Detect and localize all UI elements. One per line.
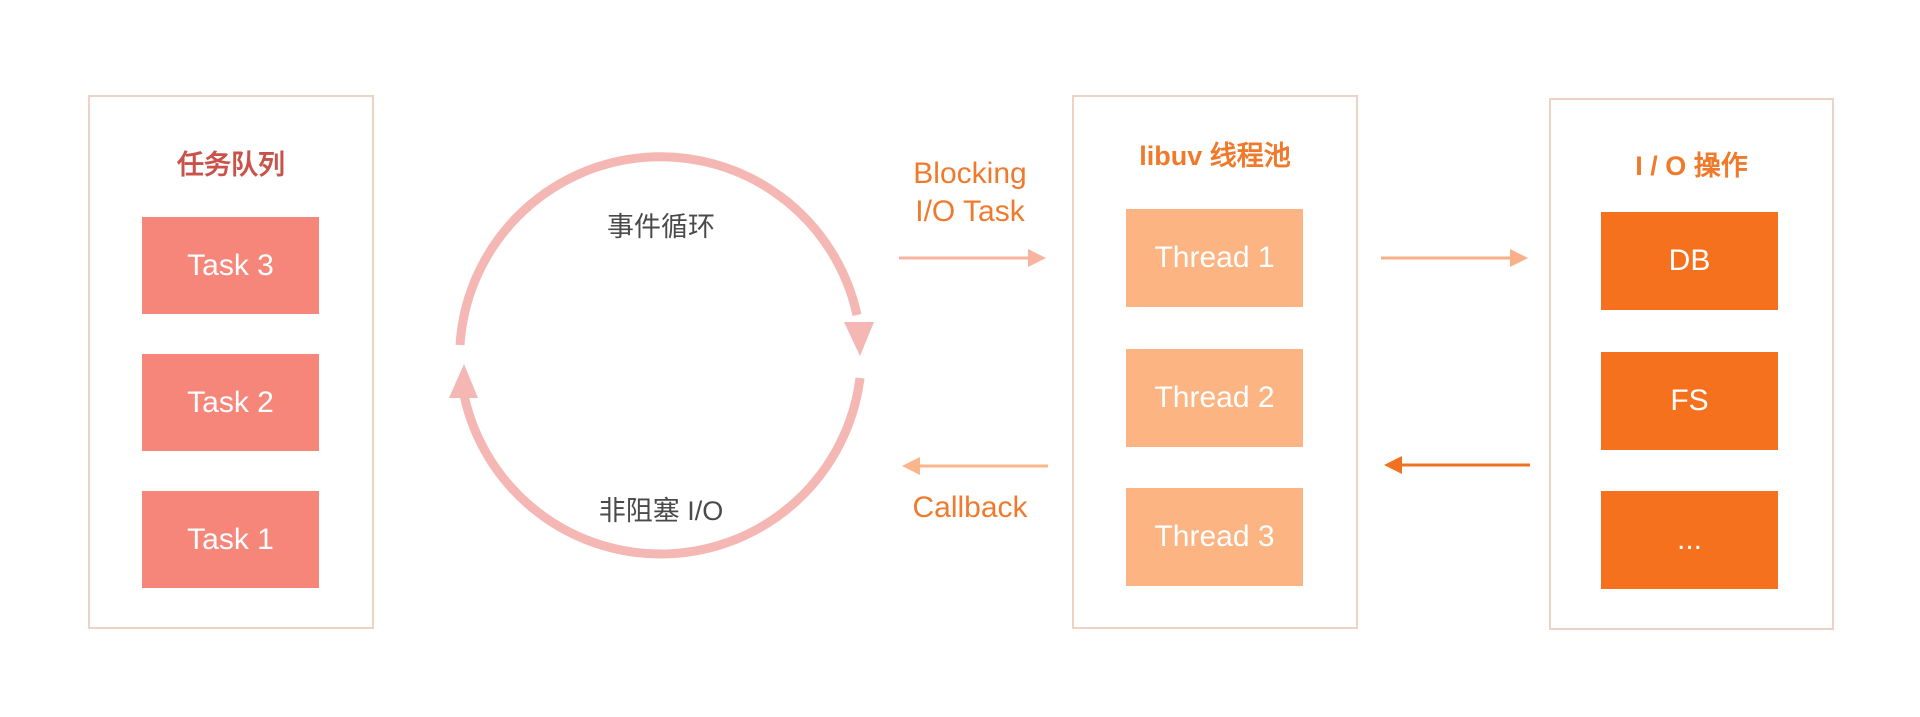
callback-arrow-head — [902, 457, 920, 475]
task-box-2: Task 2 — [142, 354, 319, 451]
event-loop-label: 事件循环 — [607, 212, 715, 242]
task-queue-title: 任务队列 — [177, 150, 285, 180]
blocking-arrow-head — [1028, 249, 1046, 267]
event-loop-bottom-arc — [459, 377, 865, 559]
dispatch-arrow-head — [1510, 249, 1528, 267]
blocking-io-task-label: Blocking I/O Task — [895, 155, 1045, 231]
event-loop-arrowhead-right — [844, 322, 874, 356]
io-box-fs: FS — [1601, 352, 1778, 450]
thread-box-3: Thread 3 — [1126, 488, 1303, 586]
non-blocking-io-label: 非阻塞 I/O — [598, 496, 724, 526]
blocking-label-line2: I/O Task — [915, 195, 1025, 228]
io-box-db: DB — [1601, 212, 1778, 310]
task-box-1: Task 1 — [142, 491, 319, 588]
io-box-more: ... — [1601, 491, 1778, 589]
thread-pool-title: libuv 线程池 — [1139, 141, 1291, 171]
thread-box-2: Thread 2 — [1126, 349, 1303, 447]
thread-box-1: Thread 1 — [1126, 209, 1303, 307]
event-loop-top-arc — [455, 152, 862, 346]
event-loop-arrowhead-left — [449, 364, 478, 398]
blocking-label-line1: Blocking — [913, 157, 1027, 190]
return-arrow-head — [1384, 456, 1402, 474]
io-operations-title: I / O 操作 — [1635, 151, 1748, 181]
callback-label: Callback — [912, 491, 1028, 524]
task-box-3: Task 3 — [142, 217, 319, 314]
